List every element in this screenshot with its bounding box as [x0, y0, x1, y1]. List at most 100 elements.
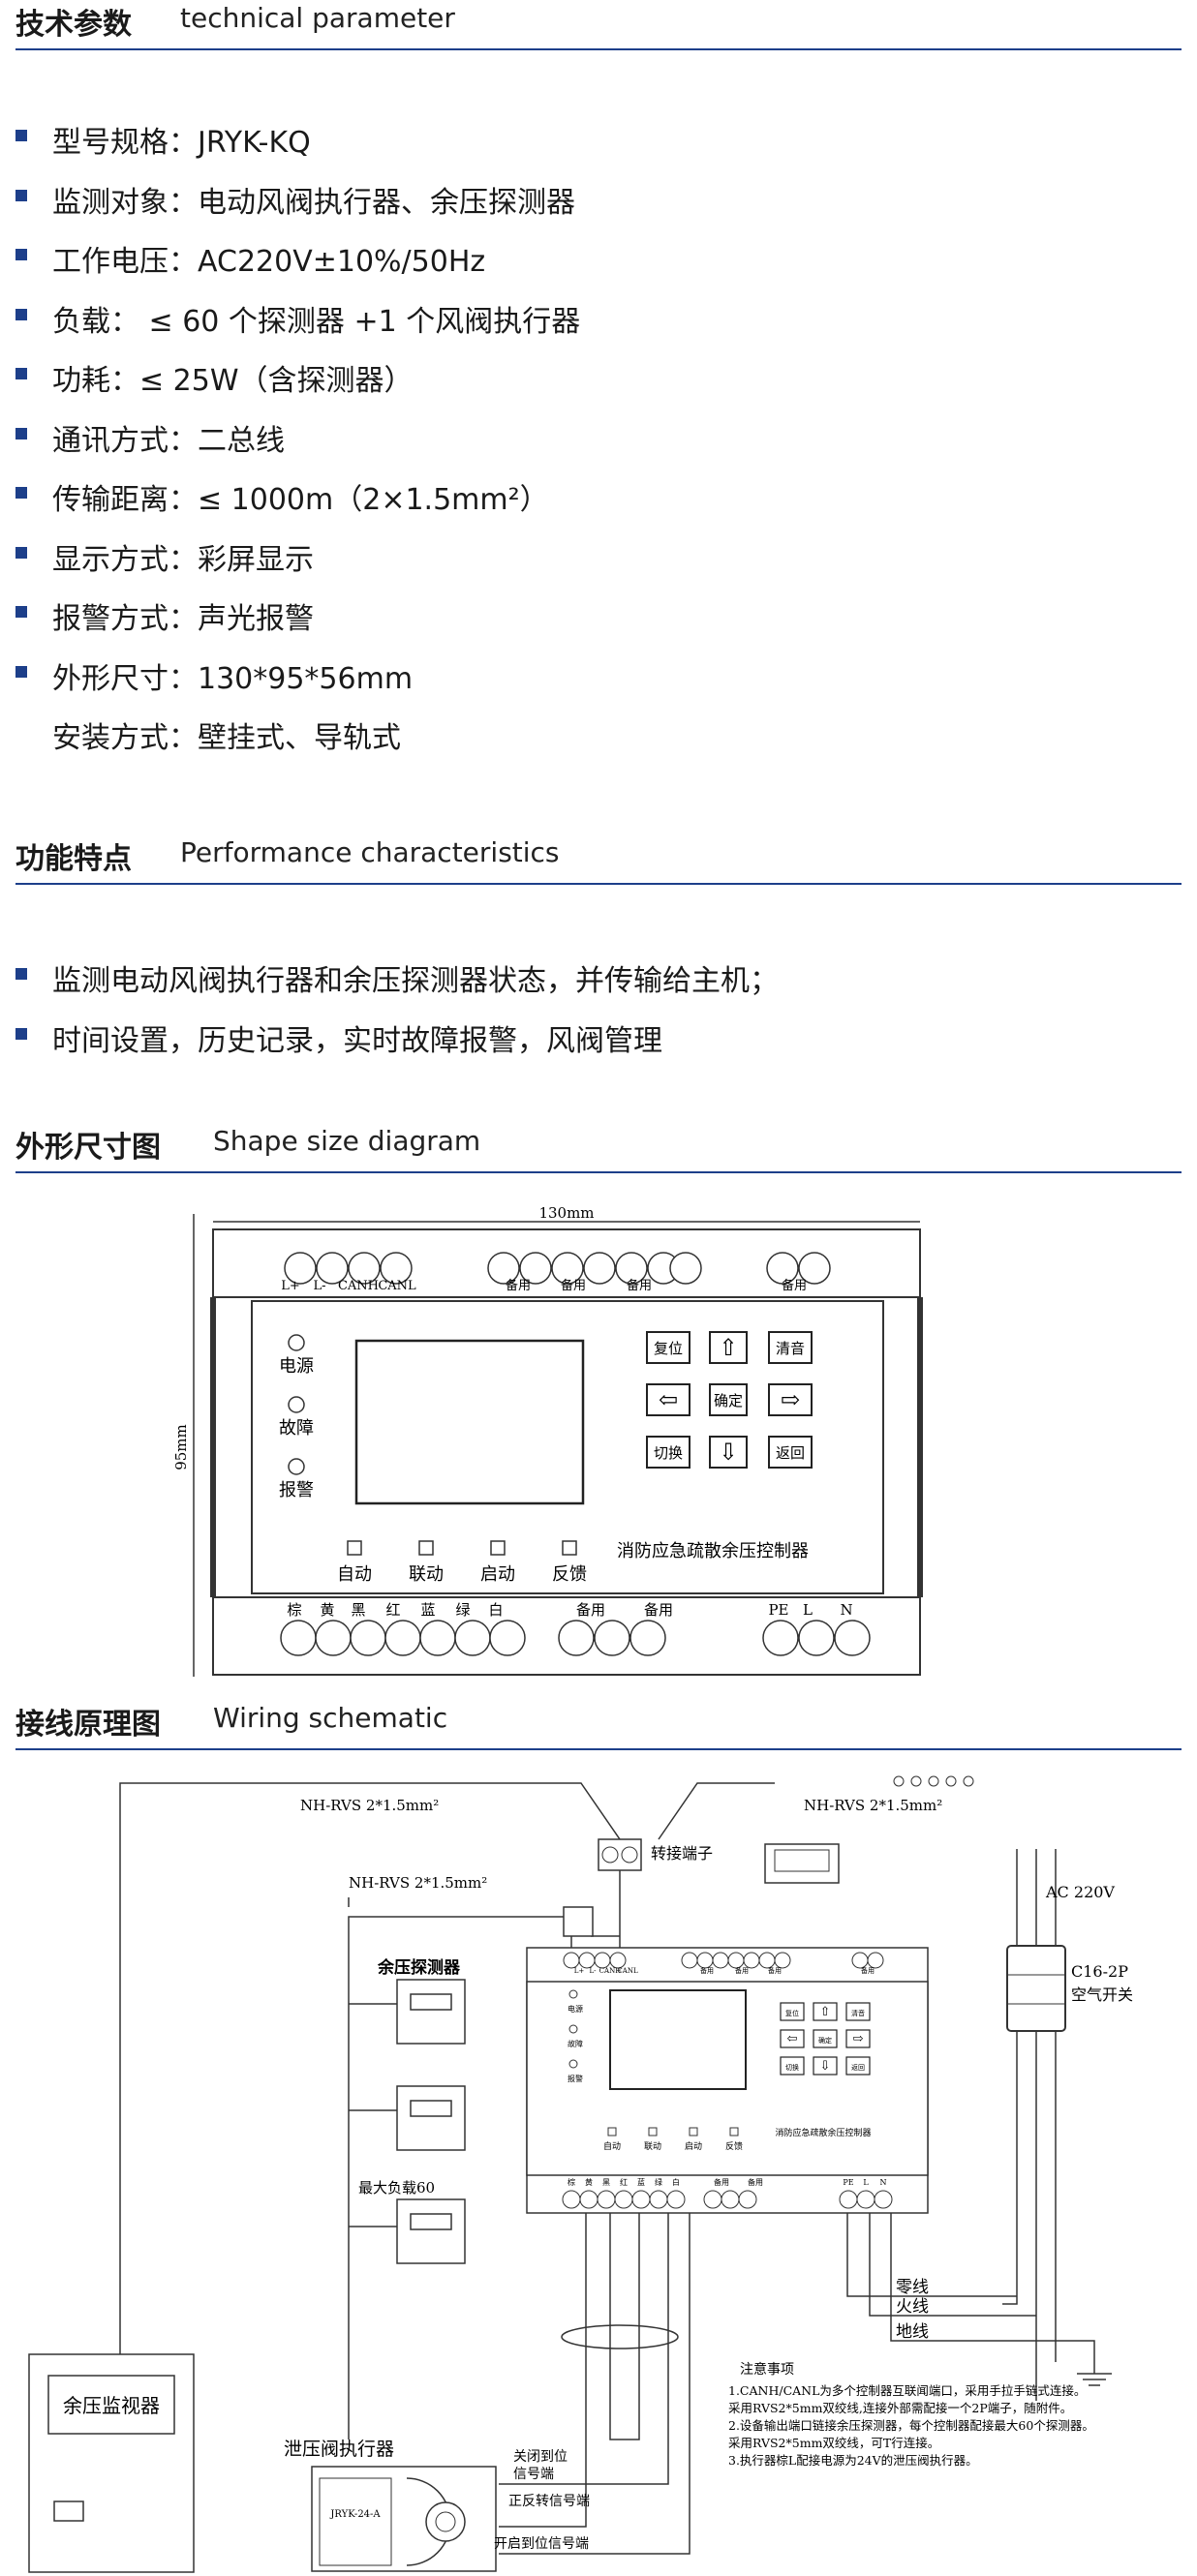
terminal-label: 绿 [455, 1601, 470, 1619]
status-led-icon [490, 1540, 506, 1556]
bus-wire-monitor [119, 1782, 621, 2354]
terminal-screw [851, 1952, 869, 1969]
air-circuit-breaker [1006, 1945, 1066, 2032]
bullet-square-icon [15, 665, 27, 678]
panel-key [845, 2002, 871, 2021]
terminal-screw [315, 1620, 352, 1656]
section-title-cn: 功能特点 [15, 842, 132, 876]
monitor-label: 余压监视器 [63, 2394, 160, 2417]
bullet-square-icon [15, 189, 27, 201]
indicator-label: 故障 [568, 2039, 583, 2048]
note-line: 1.CANH/CANL为多个控制器互联闻端口，采用手拉手链式连接。 [728, 2383, 1086, 2398]
terminal-screw [766, 1252, 799, 1285]
terminal-label: L+ [574, 1967, 585, 1975]
terminal-label: L [803, 1601, 813, 1619]
status-label: 自动 [337, 1564, 372, 1585]
terminal-screw [738, 2190, 757, 2209]
terminal-label: L- [313, 1279, 325, 1293]
panel-key [646, 1331, 691, 1364]
section-title-cn: 外形尺寸图 [15, 1131, 161, 1165]
controller-screen [609, 1989, 747, 2090]
bullet-square-icon [15, 968, 27, 980]
list-item-text: 传输距离：≤ 1000m（2×1.5mm²） [52, 483, 549, 517]
power-wire-l [1002, 1849, 1018, 2305]
panel-key-label: 清音 [851, 2009, 865, 2017]
terminal-label: 备用 [861, 1966, 875, 1975]
terminal-screw [712, 1952, 729, 1969]
fire-line-wire [869, 2212, 1036, 2317]
panel-key [845, 2056, 871, 2076]
section-title-en: Wiring schematic [213, 1702, 448, 1734]
panel-key-label: ⇩ [719, 1439, 738, 1466]
section-title-cn: 接线原理图 [15, 1708, 161, 1742]
panel-key [780, 2056, 805, 2076]
terminal-screw [631, 2190, 651, 2209]
section-divider [15, 48, 1182, 50]
cable-label: NH-RVS 2*1.5mm² [300, 1797, 439, 1814]
panel-key-label: 确定 [714, 1392, 743, 1409]
status-label: 启动 [685, 2140, 702, 2152]
status-led-icon [607, 2127, 617, 2137]
panel-key [646, 1383, 691, 1416]
panel-key [780, 2002, 805, 2021]
section-title-en: Performance characteristics [180, 836, 560, 868]
panel-key [709, 1331, 748, 1364]
device-name: 消防应急疏散余压控制器 [775, 2127, 871, 2138]
list-item-text: 时间设置，历史记录，实时故障报警，风阀管理 [52, 1024, 662, 1058]
panel-key-label: 清音 [776, 1340, 805, 1357]
terminal-label: PE [843, 2178, 853, 2187]
zero-line-label: 零线 [896, 2278, 929, 2297]
indicator-led-icon [288, 1458, 305, 1475]
panel-key-label: ⇨ [853, 2032, 864, 2046]
panel-key-label: 确定 [818, 2036, 832, 2045]
status-led-icon [418, 1540, 434, 1556]
panel-key-label: 切换 [654, 1444, 683, 1462]
terminal-screw [834, 1620, 871, 1656]
terminal-label: 白 [672, 2177, 680, 2187]
terminal-screw [350, 1620, 386, 1656]
terminal-screw [551, 1252, 584, 1285]
status-label: 联动 [644, 2141, 661, 2152]
terminal-screw [519, 1252, 552, 1285]
terminal-screw [594, 1952, 611, 1969]
detector-1 [396, 1979, 466, 2045]
status-led-icon [689, 2127, 698, 2137]
terminal-screw [774, 1952, 791, 1969]
terminal-screw [583, 1252, 616, 1285]
bullet-square-icon [15, 308, 27, 320]
panel-key-label: 返回 [776, 1444, 805, 1462]
terminal-screw [874, 2190, 893, 2209]
panel-key [845, 2029, 871, 2048]
ground-line-wire [890, 2212, 1095, 2374]
terminal-screw [666, 2190, 686, 2209]
status-label: 联动 [409, 1564, 444, 1585]
terminal-label: 黑 [602, 2178, 610, 2187]
section-divider [15, 1748, 1182, 1750]
terminal-screw [562, 2190, 581, 2209]
panel-key-label: 复位 [785, 2009, 799, 2017]
terminal-label: CANL [617, 1967, 638, 1975]
list-item-text: 负载： ≤ 60 个探测器 +1 个风阀执行器 [52, 304, 581, 339]
terminal-label: 棕 [287, 1601, 301, 1619]
list-item-text: 报警方式：声光报警 [52, 602, 314, 636]
list-item-text: 监测对象：电动风阀执行器、余压探测器 [52, 185, 575, 220]
panel-key [813, 2002, 838, 2021]
terminal-screw [454, 1620, 491, 1656]
detector-2 [396, 2085, 466, 2151]
terminal-screw [669, 1252, 702, 1285]
terminal-screw [681, 1952, 698, 1969]
panel-key [709, 1436, 748, 1469]
terminal-screw [856, 2190, 875, 2209]
terminal-screw [380, 1252, 413, 1285]
terminal-label: L [863, 2178, 869, 2187]
panel-key [768, 1331, 813, 1364]
actuator-wire-2 [499, 2212, 669, 2485]
terminal-screw [280, 1620, 317, 1656]
panel-key [780, 2029, 805, 2048]
indicator-led-icon [568, 2059, 578, 2069]
actuator-model: JRYK-24-A [329, 2509, 381, 2520]
signal-open-label: 开启到位信号端 [494, 2536, 589, 2552]
panel-key-label: ⇧ [820, 2005, 831, 2019]
panel-key [768, 1383, 813, 1416]
terminal-label: 备用 [735, 1966, 749, 1975]
